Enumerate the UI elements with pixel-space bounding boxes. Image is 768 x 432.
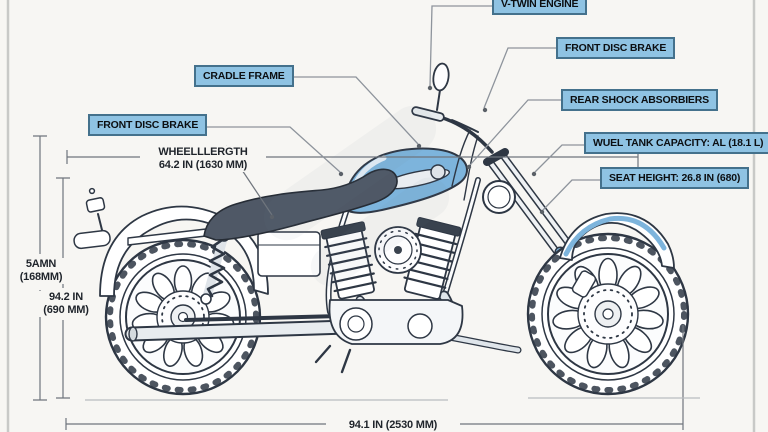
fuel-cap [430,164,446,180]
rear-cylinder [320,221,377,300]
border-frame [6,0,756,432]
callout-seat-height: SEAT HEIGHT: 26.8 IN (680) [600,167,750,189]
primary-cover [339,307,373,341]
dim-wheelbase-label: WHEELLLERGTH [158,146,248,158]
leader-dots [338,85,545,215]
front-wheel [526,232,690,396]
leader-lines [192,5,600,211]
rear-guard-bar [73,229,111,250]
callout-cradle-frame: CRADLE FRAME [194,65,294,87]
leader-v-twin [429,5,492,87]
derby-cover [407,313,433,339]
callout-fuel-tank-capacity: WUEL TANK CAPACITY: AL (18.1 L) [584,132,768,154]
leader-front-disc-top [483,47,556,109]
callout-v-twin-engine: V-TWIN ENGINE [492,0,588,15]
motorcycle-drawing [73,62,690,396]
v-twin-engine [314,217,464,374]
foot-controls [314,344,352,374]
dim-height-inner-line1: 94.2 IN [48,291,84,303]
seat [203,168,398,241]
swingarm [184,314,342,322]
leader-cradle-frame [288,76,419,145]
dim-height-inner-line2: (690 MM) [43,304,89,316]
callout-front-disc-brake-top: FRONT DISC BRAKE [556,37,676,59]
headlight [482,180,516,214]
muffler-tip [128,326,138,342]
dim-wheelbase-value: 64.2 IN (1630 MM) [158,159,248,171]
dim-overall-length: 94.1 IN (2530 MM) [326,419,460,432]
leader-seat-height [542,179,600,211]
handlebar [411,106,494,201]
battery-box [257,231,321,277]
dim-height-outer-line2: (168MM) [19,271,63,283]
leader-fuel-tank [534,144,584,173]
callout-rear-shock-absorbers: REAR SHOCK ABSORBIERS [561,89,718,111]
callout-front-disc-brake-left: FRONT DISC BRAKE [88,114,208,136]
pointer-dot [269,214,275,220]
mirror [432,62,450,111]
dim-height-outer: 5AMN (168MM) [12,258,70,284]
dim-height-inner: 94.2 IN (690 MM) [34,291,98,317]
dim-wheelbase: WHEELLLERGTH 64.2 IN (1630 MM) [140,146,266,172]
leader-rear-shock [469,99,561,166]
front-fender [559,212,675,269]
dim-height-outer-line1: 5AMN [25,258,57,270]
leader-front-disc-left [192,126,341,173]
front-fender-accent [563,215,667,257]
front-brake-caliper [571,270,597,298]
